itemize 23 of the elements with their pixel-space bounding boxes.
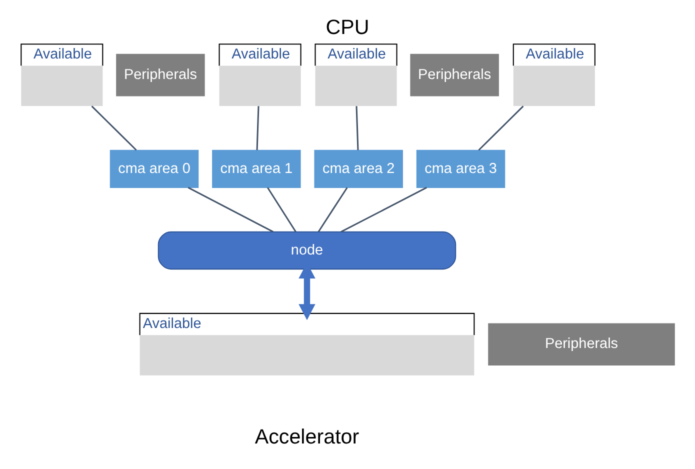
connector: [267, 186, 296, 232]
node-label: Available: [328, 46, 386, 62]
node-box: Peripherals: [116, 53, 205, 96]
node-box: cma area 2: [314, 149, 403, 188]
diagram-title: CPU: [326, 15, 370, 38]
connector: [340, 186, 427, 232]
node-box: Peripherals: [488, 322, 675, 366]
node-box: cma area 0: [110, 149, 199, 188]
node-label: Available: [526, 46, 584, 62]
node-box: cma area 1: [212, 149, 301, 188]
connector: [188, 186, 274, 232]
node-box: cma area 3: [416, 149, 506, 188]
caption: Accelerator: [254, 424, 360, 448]
connector: [256, 106, 260, 150]
connector: [356, 106, 359, 150]
node-box: Peripherals: [410, 53, 499, 96]
node-label: Available: [232, 46, 290, 62]
connector: [318, 186, 348, 232]
connector: [478, 105, 524, 150]
node-label: Available: [142, 316, 202, 332]
node-box: node: [158, 230, 456, 270]
connector: [91, 105, 137, 150]
node-label: Available: [34, 46, 92, 62]
